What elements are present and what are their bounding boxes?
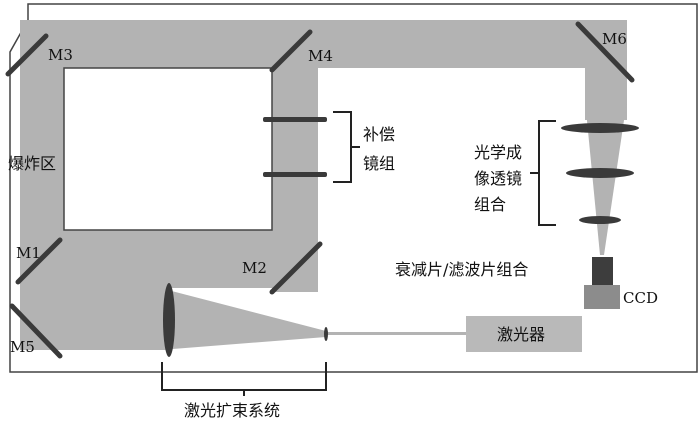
label-imaging-line-2: 像透镜 (474, 169, 522, 188)
mirror-m6 (575, 21, 635, 83)
beam-expander-cone (160, 288, 326, 350)
compensation-lenses (263, 117, 327, 177)
expander-bracket (161, 362, 327, 391)
attenuator-filter-block (592, 257, 613, 285)
mirror-m3 (5, 33, 49, 77)
imaging-lens-1 (561, 123, 639, 133)
expander-lens-small (324, 327, 328, 341)
label-imaging-line-3: 组合 (474, 195, 506, 214)
label-m3: M3 (48, 46, 73, 64)
brackets (161, 111, 556, 396)
label-m5: M5 (10, 338, 35, 356)
label-imaging-line-1: 光学成 (474, 143, 522, 162)
label-compensation-line-2: 镜组 (363, 154, 395, 173)
ccd-sensor (584, 285, 620, 309)
compensation-bracket (333, 111, 352, 183)
mirror-m2 (269, 241, 323, 295)
laser-box (466, 316, 582, 352)
label-attenuator-filter: 衰减片/滤波片组合 (395, 260, 528, 279)
mirror-m4 (269, 29, 313, 73)
label-ccd: CCD (623, 289, 658, 307)
imaging-bracket (538, 120, 556, 226)
expander-lens-large (163, 283, 175, 357)
mirror-m5 (9, 303, 63, 359)
imaging-lens-3 (579, 216, 621, 224)
imaging-lenses (561, 123, 639, 224)
label-m2: M2 (242, 259, 267, 277)
label-m1: M1 (16, 244, 41, 262)
inner-frame (63, 67, 273, 231)
beam-middle-horizontal (20, 230, 318, 288)
label-m4: M4 (308, 47, 333, 65)
imaging-lens-2 (566, 168, 634, 178)
laser-beam-line (326, 332, 466, 335)
compensation-lens-lower (263, 172, 327, 177)
beam-left-upper (20, 20, 64, 270)
mirror-m1 (15, 237, 63, 285)
expander-lenses (163, 283, 328, 357)
label-m6: M6 (602, 30, 627, 48)
beam-path (20, 20, 627, 350)
label-explosion-zone: 爆炸区 (8, 154, 56, 173)
label-compensation-line-1: 补偿 (363, 125, 395, 144)
compensation-lens-upper (263, 117, 327, 122)
mirrors (5, 21, 635, 359)
label-laser: 激光器 (497, 325, 545, 344)
label-beam-expander: 激光扩束系统 (184, 401, 280, 420)
